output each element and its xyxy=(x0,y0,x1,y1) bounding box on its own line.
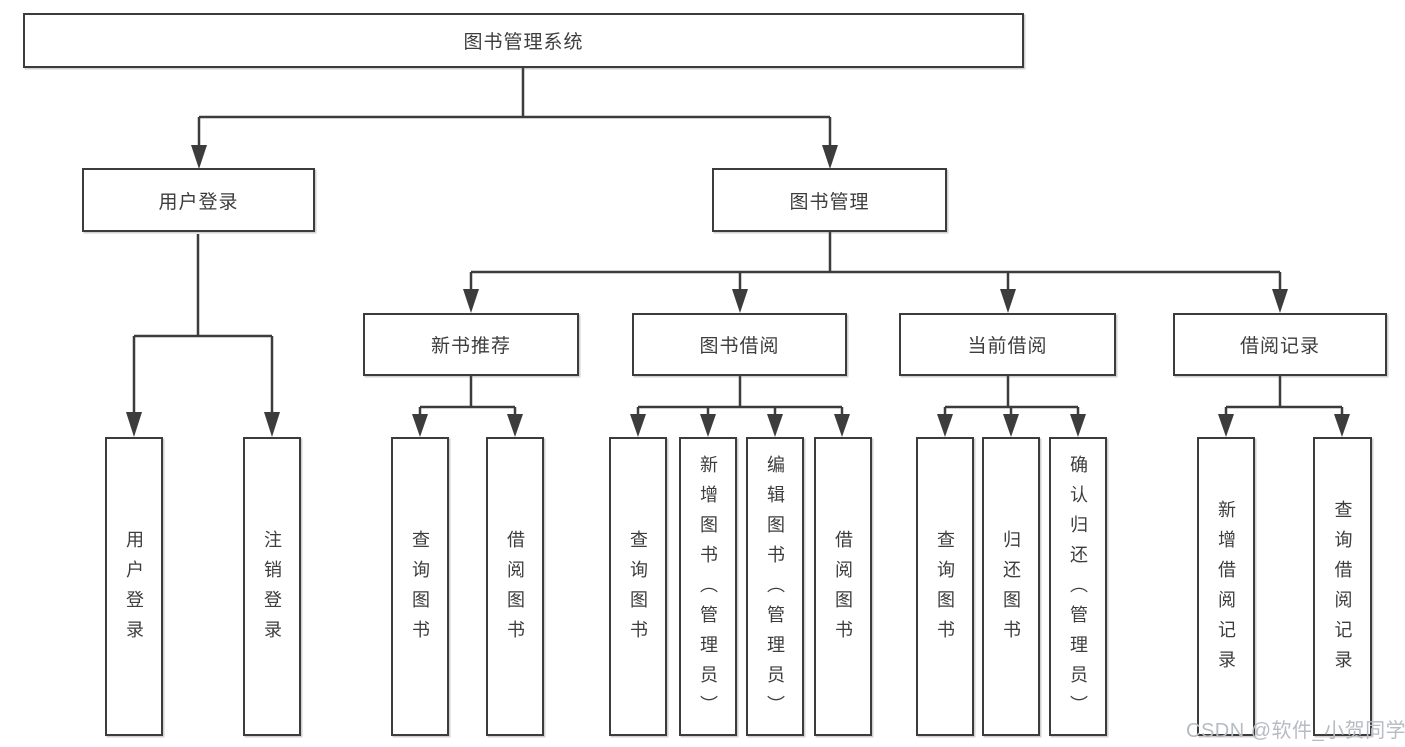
leaf-return-book: 归还图书 xyxy=(982,437,1040,736)
leaf-query-borrow-record: 查询借阅记录 xyxy=(1313,437,1372,736)
node-new-book-recommend: 新书推荐 xyxy=(363,313,579,376)
node-user-login: 用户登录 xyxy=(82,168,315,232)
node-book-borrow: 图书借阅 xyxy=(632,313,847,376)
leaf-query-book-current: 查询图书 xyxy=(916,437,974,736)
node-root-library-system: 图书管理系统 xyxy=(23,13,1024,68)
node-book-management: 图书管理 xyxy=(712,168,947,232)
leaf-add-borrow-record: 新增借阅记录 xyxy=(1197,437,1255,736)
leaf-logout: 注销登录 xyxy=(243,437,301,736)
leaf-confirm-return-admin: 确认归还（管理员） xyxy=(1049,437,1107,736)
leaf-add-book-admin: 新增图书（管理员） xyxy=(679,437,737,736)
leaf-edit-book-admin: 编辑图书（管理员） xyxy=(746,437,804,736)
leaf-user-login: 用户登录 xyxy=(105,437,163,736)
leaf-query-book-borrow: 查询图书 xyxy=(609,437,667,736)
leaf-borrow-book: 借阅图书 xyxy=(814,437,872,736)
node-borrow-records: 借阅记录 xyxy=(1173,313,1387,376)
node-current-borrow: 当前借阅 xyxy=(899,313,1116,376)
leaf-borrow-book-recommend: 借阅图书 xyxy=(486,437,544,736)
leaf-query-book-recommend: 查询图书 xyxy=(391,437,449,736)
watermark-text: CSDN @软件_小贺同学 xyxy=(1186,720,1405,742)
